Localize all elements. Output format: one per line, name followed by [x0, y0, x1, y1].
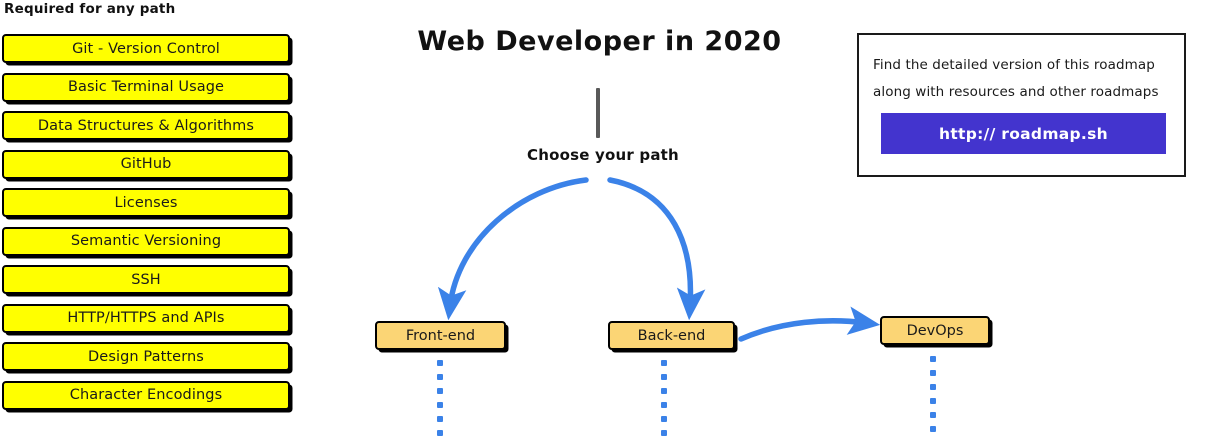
trail-dot [661, 430, 667, 436]
trail-dot [930, 426, 936, 432]
required-item-http-apis[interactable]: HTTP/HTTPS and APIs [2, 303, 290, 333]
choose-your-path-label: Choose your path [527, 146, 679, 164]
info-box-line-2: along with resources and other roadmaps [873, 84, 1159, 100]
required-item-label: HTTP/HTTPS and APIs [67, 310, 225, 326]
required-item-label: Basic Terminal Usage [67, 79, 225, 95]
node-front-end[interactable]: Front-end [375, 321, 506, 350]
trail-dot [437, 388, 443, 394]
info-box: Find the detailed version of this roadma… [857, 33, 1186, 177]
required-item-ssh[interactable]: SSH [2, 265, 290, 294]
roadmap-url-button[interactable]: http:// roadmap.sh [881, 113, 1166, 154]
required-item-label: Design Patterns [88, 348, 204, 365]
node-label: DevOps [906, 322, 964, 339]
node-label: Front-end [405, 327, 476, 344]
trail-dot [437, 430, 443, 436]
required-item-design-patterns[interactable]: Design Patterns [2, 342, 290, 371]
node-back-end[interactable]: Back-end [608, 321, 735, 350]
required-item-label: Data Structures & Algorithms [37, 117, 255, 134]
required-item-github[interactable]: GitHub [2, 149, 290, 179]
dotted-trail-devops [930, 356, 937, 436]
trail-dot [437, 402, 443, 408]
required-section-heading: Required for any path [4, 1, 176, 17]
required-item-label: Character Encodings [69, 387, 223, 403]
arrow-to-frontend [437, 177, 589, 321]
trail-dot [930, 356, 936, 362]
trail-dot [930, 384, 936, 390]
required-item-label: Semantic Versioning [70, 233, 222, 249]
trail-dot [437, 416, 443, 422]
trail-dot [437, 360, 443, 366]
required-item-label: GitHub [120, 156, 172, 172]
required-item-label: Licenses [114, 194, 178, 211]
roadmap-url-label: http:// roadmap.sh [939, 124, 1108, 143]
trail-dot [930, 370, 936, 376]
required-item-licenses[interactable]: Licenses [2, 188, 290, 217]
required-item-terminal[interactable]: Basic Terminal Usage [2, 72, 290, 102]
dotted-trail-frontend [437, 360, 444, 436]
arrow-backend-to-devops [738, 306, 881, 342]
trail-dot [661, 388, 667, 394]
trail-dot [661, 402, 667, 408]
required-item-character-encodings[interactable]: Character Encodings [2, 380, 290, 410]
trail-dot [661, 360, 667, 366]
trail-dot [930, 412, 936, 418]
trail-dot [661, 416, 667, 422]
node-label: Back-end [637, 327, 706, 344]
required-item-label: SSH [131, 271, 161, 288]
required-items-list: Git - Version Control Basic Terminal Usa… [2, 34, 290, 419]
info-box-line-1: Find the detailed version of this roadma… [873, 57, 1155, 73]
required-item-data-structures[interactable]: Data Structures & Algorithms [2, 111, 290, 140]
required-item-git[interactable]: Git - Version Control [2, 34, 290, 63]
required-item-label: Git - Version Control [72, 40, 220, 57]
trail-dot [437, 374, 443, 380]
required-item-semantic-versioning[interactable]: Semantic Versioning [2, 226, 290, 256]
node-devops[interactable]: DevOps [880, 316, 990, 345]
trail-dot [930, 398, 936, 404]
trail-dot [661, 374, 667, 380]
title-stem-line [596, 88, 600, 138]
arrow-to-backend [607, 177, 706, 321]
dotted-trail-backend [661, 360, 668, 436]
